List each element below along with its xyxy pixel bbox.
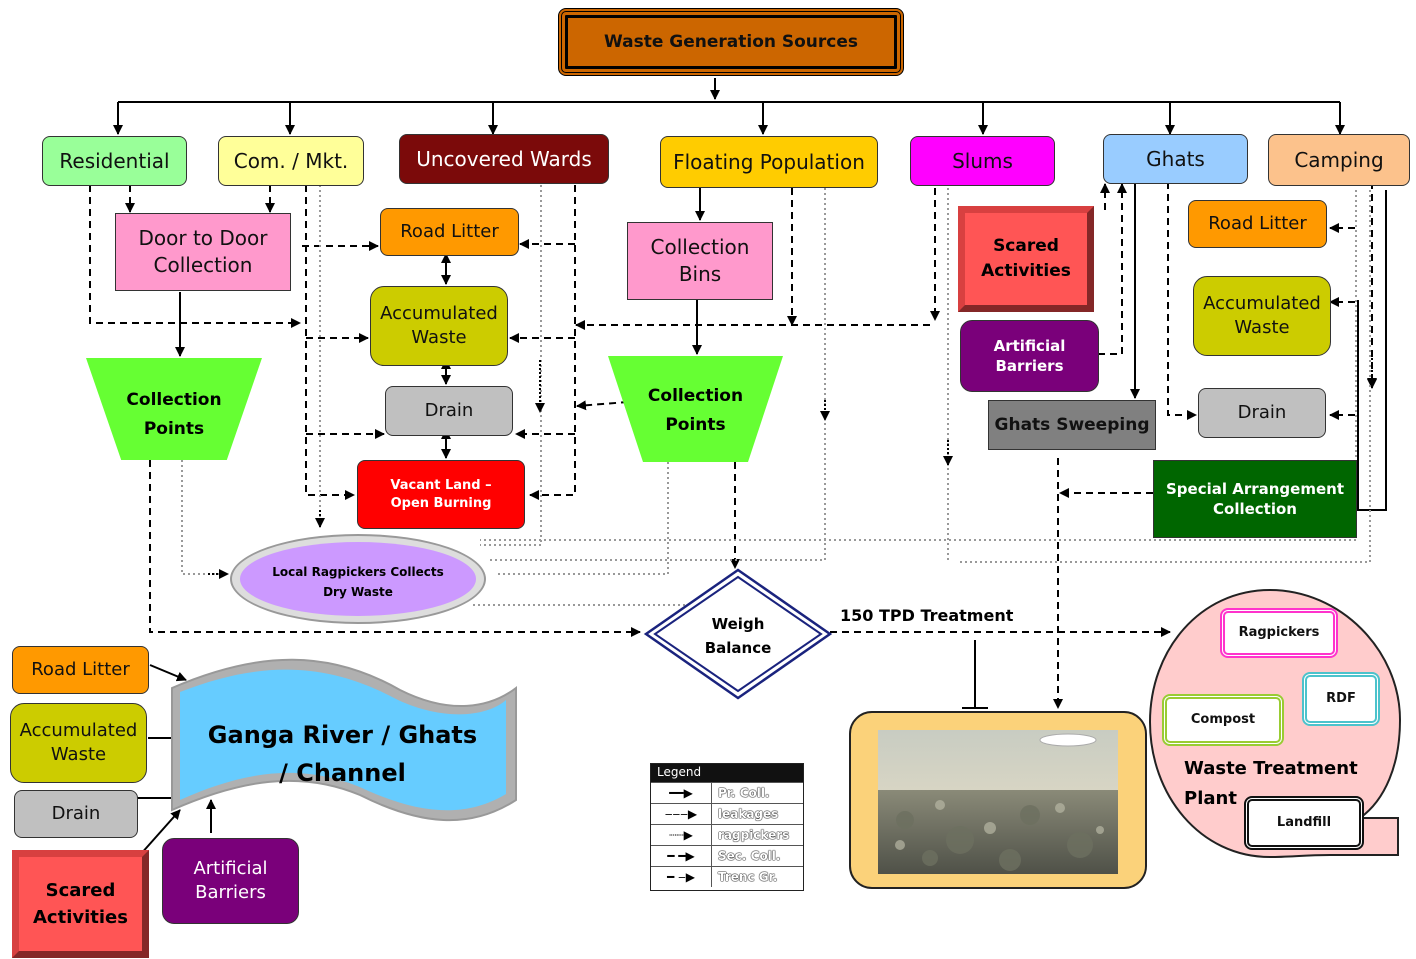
artificial-barriers-river-label: Artificial Barriers xyxy=(193,857,268,903)
legend-label: Pr. Coll. xyxy=(718,786,770,800)
waste-generation-header: Waste Generation Sources xyxy=(558,8,904,76)
plant-title-text: Waste Treatment Plant xyxy=(1184,758,1358,809)
source-residential: Residential xyxy=(42,136,187,186)
scared-activities-river: Scared Activities xyxy=(12,850,149,958)
vacant-land-open-burning: Vacant Land – Open Burning xyxy=(357,460,525,529)
waste-generation-title: Waste Generation Sources xyxy=(603,31,859,52)
plant-ragpickers: Ragpickers xyxy=(1220,608,1338,658)
source-uncovered-wards: Uncovered Wards xyxy=(399,134,609,184)
drain-center-label: Drain xyxy=(424,399,474,421)
road-litter-river: Road Litter xyxy=(12,646,149,694)
artificial-barriers-ghats-label: Artificial Barriers xyxy=(993,336,1066,375)
legend-row: ‒‒‒▶ leakages xyxy=(651,803,803,824)
weigh-balance-diamond-outer xyxy=(643,568,833,700)
door-to-door-label: Door to Door Collection xyxy=(138,226,268,277)
source-camping: Camping xyxy=(1268,134,1410,186)
landfill-photo-ground xyxy=(878,790,1118,874)
source-slums: Slums xyxy=(910,136,1055,186)
plant-landfill-label: Landfill xyxy=(1276,815,1332,831)
scared-activities-ghats: Scared Activities xyxy=(958,206,1094,312)
legend: Legend ━━▶ Pr. Coll. ‒‒‒▶ leakages ┈┈▶ ragp… xyxy=(650,763,804,891)
legend-label: Sec. Coll. xyxy=(718,849,781,863)
plant-ragpickers-label: Ragpickers xyxy=(1238,625,1320,641)
plant-rdf: RDF xyxy=(1302,672,1380,726)
road-litter-river-label: Road Litter xyxy=(31,658,130,680)
plant-compost: Compost xyxy=(1162,694,1284,746)
source-slums-label: Slums xyxy=(952,148,1013,173)
treatment-capacity-label: 150 TPD Treatment xyxy=(840,606,1040,625)
legend-row: ━━▶ Pr. Coll. xyxy=(651,782,803,803)
source-camping-label: Camping xyxy=(1294,147,1384,172)
accumulated-waste-center-label: Accumulated Waste xyxy=(380,302,498,348)
collection-points-mid-label: Collection Points xyxy=(647,386,744,435)
source-ghats: Ghats xyxy=(1103,134,1248,184)
road-litter-center-label: Road Litter xyxy=(400,220,499,242)
ragpickers-label: Local Ragpickers Collects Dry Waste xyxy=(272,565,444,600)
river-shape xyxy=(180,669,506,811)
door-to-door-collection: Door to Door Collection xyxy=(115,213,291,291)
collection-points-mid: Collection Points xyxy=(608,356,783,462)
drain-river-label: Drain xyxy=(51,802,101,824)
source-ghats-label: Ghats xyxy=(1146,146,1205,171)
artificial-barriers-river: Artificial Barriers xyxy=(162,838,299,924)
source-floating-label: Floating Population xyxy=(673,149,865,174)
legend-label: Trenc Gr. xyxy=(718,870,778,884)
river-label: Ganga River / Ghats / Channel xyxy=(200,716,485,784)
accumulated-waste-river: Accumulated Waste xyxy=(10,703,147,783)
plant-landfill: Landfill xyxy=(1244,796,1364,850)
drain-river: Drain xyxy=(14,790,138,838)
legend-dashed-arrow-icon: ‒‒‒▶ xyxy=(651,804,712,824)
accumulated-waste-ghats-label: Accumulated Waste xyxy=(1203,292,1321,338)
treatment-capacity-text: 150 TPD Treatment xyxy=(840,606,1014,625)
legend-label: leakages xyxy=(718,807,779,821)
collection-bins: Collection Bins xyxy=(627,222,773,300)
road-litter-ghats: Road Litter xyxy=(1188,200,1327,248)
drain-ghats-label: Drain xyxy=(1237,401,1287,423)
scared-activities-ghats-label: Scared Activities xyxy=(981,235,1071,282)
legend-solid-arrow-icon: ━━▶ xyxy=(651,783,712,803)
source-commercial: Com. / Mkt. xyxy=(218,136,364,186)
river-label-text: Ganga River / Ghats / Channel xyxy=(207,721,478,784)
vacant-land-label: Vacant Land – Open Burning xyxy=(390,477,492,511)
legend-row: ━ ‒▶ Trenc Gr. xyxy=(651,866,803,887)
road-litter-ghats-label: Road Litter xyxy=(1208,212,1307,234)
source-floating-population: Floating Population xyxy=(660,136,878,188)
ghats-sweeping: Ghats Sweeping xyxy=(988,400,1156,450)
source-uncovered-label: Uncovered Wards xyxy=(416,146,592,171)
plant-compost-label: Compost xyxy=(1190,712,1256,728)
weigh-balance-label: Weigh Balance xyxy=(688,612,788,660)
legend-row: ┈┈▶ ragpickers xyxy=(651,824,803,845)
plant-rdf-label: RDF xyxy=(1326,691,1356,707)
collection-points-left-label: Collection Points xyxy=(126,390,222,439)
ragpickers-oval: Local Ragpickers Collects Dry Waste xyxy=(240,542,476,616)
legend-title: Legend xyxy=(651,764,803,782)
legend-dashdot-arrow-icon: ━ ‒▶ xyxy=(651,867,712,887)
legend-dotted-arrow-icon: ┈┈▶ xyxy=(651,825,712,845)
source-residential-label: Residential xyxy=(59,148,170,173)
accumulated-waste-ghats: Accumulated Waste xyxy=(1193,276,1331,356)
weigh-balance-text: Weigh Balance xyxy=(704,615,772,657)
scared-activities-river-label: Scared Activities xyxy=(33,880,128,928)
special-arrangement-label: Special Arrangement Collection xyxy=(1165,479,1344,518)
drain-center: Drain xyxy=(385,386,513,436)
accumulated-waste-center: Accumulated Waste xyxy=(370,286,508,366)
artificial-barriers-ghats: Artificial Barriers xyxy=(960,320,1099,392)
source-commercial-label: Com. / Mkt. xyxy=(233,148,349,173)
road-litter-center: Road Litter xyxy=(380,208,519,256)
plant-title: Waste Treatment Plant xyxy=(1184,754,1364,813)
accumulated-waste-river-label: Accumulated Waste xyxy=(19,719,138,765)
legend-label: ragpickers xyxy=(718,828,790,842)
legend-dash-arrow-icon: ━ ━▶ xyxy=(651,846,712,866)
legend-row: ━ ━▶ Sec. Coll. xyxy=(651,845,803,866)
collection-points-left: Collection Points xyxy=(86,358,262,460)
drain-ghats: Drain xyxy=(1198,388,1326,438)
collection-bins-label: Collection Bins xyxy=(650,235,750,286)
special-arrangement-collection: Special Arrangement Collection xyxy=(1153,460,1357,538)
ghats-sweeping-label: Ghats Sweeping xyxy=(994,414,1150,435)
